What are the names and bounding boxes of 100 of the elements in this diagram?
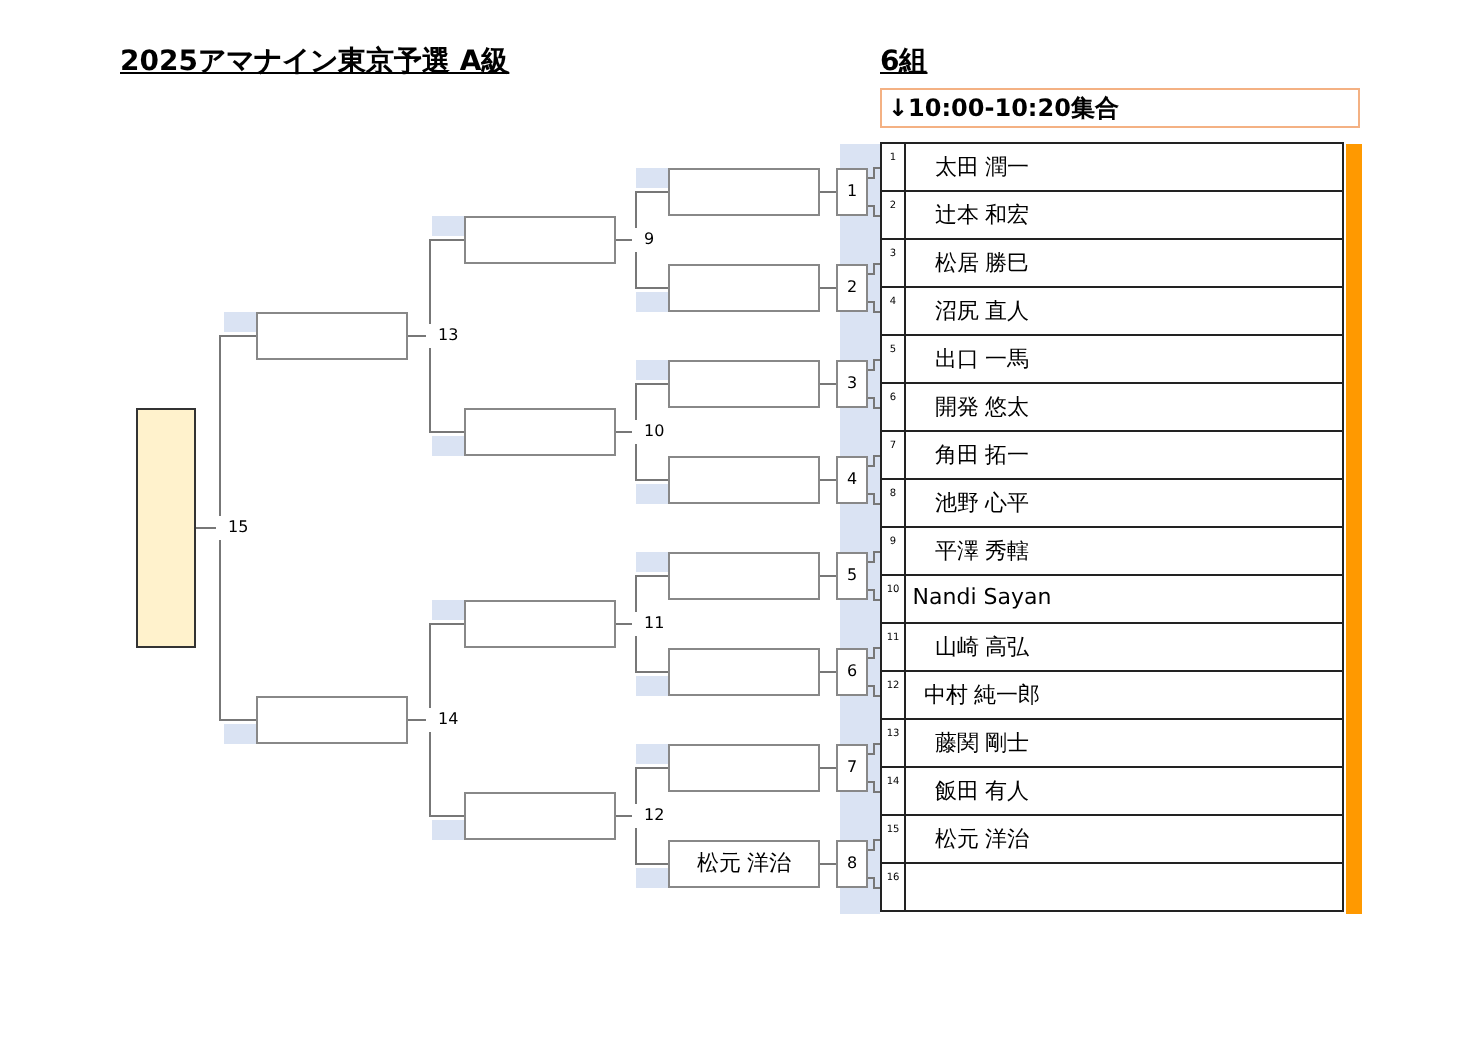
player-row — [880, 334, 1344, 384]
bracket-line — [867, 685, 881, 697]
bracket-line — [429, 623, 465, 709]
result-box — [464, 792, 616, 840]
match-number: 10 — [632, 420, 672, 444]
result-box — [668, 360, 820, 408]
result-box — [256, 696, 408, 744]
player-name: 山崎 高弘 — [932, 632, 1032, 662]
result-box — [668, 552, 820, 600]
player-name: Nandi Sayan — [910, 584, 1054, 610]
result-box — [464, 216, 616, 264]
match-number: 1 — [836, 168, 868, 216]
result-box — [668, 648, 820, 696]
group-label: 6組 — [880, 44, 928, 80]
bracket-line — [819, 671, 837, 673]
player-row — [880, 142, 1344, 192]
bracket-line — [867, 743, 881, 755]
player-row — [880, 718, 1344, 768]
bracket-line — [819, 863, 837, 865]
result-box — [668, 264, 820, 312]
bracket-line — [819, 191, 837, 193]
result-box — [256, 312, 408, 360]
match-number: 3 — [836, 360, 868, 408]
player-row — [880, 574, 1344, 624]
champion-box — [136, 408, 196, 648]
bracket-line — [819, 575, 837, 577]
bracket-line — [429, 239, 465, 325]
bracket-line — [635, 767, 669, 805]
match-number: 5 — [836, 552, 868, 600]
bracket-line — [867, 397, 881, 409]
result-box — [668, 456, 820, 504]
bracket-line — [867, 877, 881, 889]
player-name: 開発 悠太 — [932, 392, 1032, 422]
time-box: ↓10:00-10:20集合 — [880, 88, 1360, 128]
player-row — [880, 382, 1344, 432]
title: 2025アマナイン東京予選 A級 — [120, 44, 510, 80]
bracket-line — [219, 539, 257, 721]
bracket-line — [819, 479, 837, 481]
match-number: 14 — [426, 708, 470, 732]
player-row — [880, 190, 1344, 240]
player-name: 池野 心平 — [932, 488, 1032, 518]
player-row — [880, 862, 1344, 912]
player-row — [880, 430, 1344, 480]
player-name: 飯田 有人 — [932, 776, 1032, 806]
match-number: 9 — [632, 228, 672, 252]
bracket-line — [407, 719, 427, 721]
result-box — [464, 600, 616, 648]
bracket-line — [867, 167, 881, 179]
bracket-line — [429, 731, 465, 817]
bracket-line — [867, 359, 881, 371]
bracket-line — [635, 383, 669, 421]
bracket-line — [635, 827, 669, 865]
player-row — [880, 670, 1344, 720]
player-name: 沼尻 直人 — [932, 296, 1032, 326]
match-number: 11 — [632, 612, 672, 636]
player-name: 松元 洋治 — [932, 824, 1032, 854]
bracket-line — [867, 839, 881, 851]
bracket-line — [867, 455, 881, 467]
bracket-line — [867, 781, 881, 793]
bracket-line — [615, 239, 633, 241]
player-name: 平澤 秀轄 — [932, 536, 1032, 566]
bracket-line — [429, 347, 465, 433]
bracket-line — [635, 191, 669, 229]
result-box — [668, 744, 820, 792]
player-name: 松居 勝巳 — [932, 248, 1032, 278]
player-name: 松元 洋治 — [668, 840, 820, 888]
result-box — [464, 408, 616, 456]
match-number: 2 — [836, 264, 868, 312]
match-number: 15 — [216, 516, 260, 540]
player-name: 角田 拓一 — [932, 440, 1032, 470]
bracket-line — [867, 301, 881, 313]
bracket-line — [867, 493, 881, 505]
player-name: 出口 一馬 — [932, 344, 1032, 374]
bracket-line — [195, 527, 217, 529]
match-number: 6 — [836, 648, 868, 696]
bracket-line — [219, 335, 257, 517]
bracket-line — [819, 767, 837, 769]
bracket-line — [635, 575, 669, 613]
bracket-line — [867, 205, 881, 217]
player-row — [880, 814, 1344, 864]
bracket-line — [407, 335, 427, 337]
result-box — [668, 168, 820, 216]
bracket-line — [819, 383, 837, 385]
player-row — [880, 526, 1344, 576]
player-row — [880, 286, 1344, 336]
bracket-line — [635, 635, 669, 673]
player-name: 藤関 剛士 — [932, 728, 1032, 758]
bracket-line — [635, 251, 669, 289]
match-number: 7 — [836, 744, 868, 792]
player-name: 辻本 和宏 — [932, 200, 1032, 230]
bracket-line — [615, 623, 633, 625]
player-row — [880, 238, 1344, 288]
match-number: 8 — [836, 840, 868, 888]
bracket-line — [867, 647, 881, 659]
bracket-line — [615, 815, 633, 817]
player-row — [880, 622, 1344, 672]
player-name: 中村 純一郎 — [921, 680, 1043, 710]
bracket-line — [635, 443, 669, 481]
player-row — [880, 766, 1344, 816]
match-number: 12 — [632, 804, 672, 828]
